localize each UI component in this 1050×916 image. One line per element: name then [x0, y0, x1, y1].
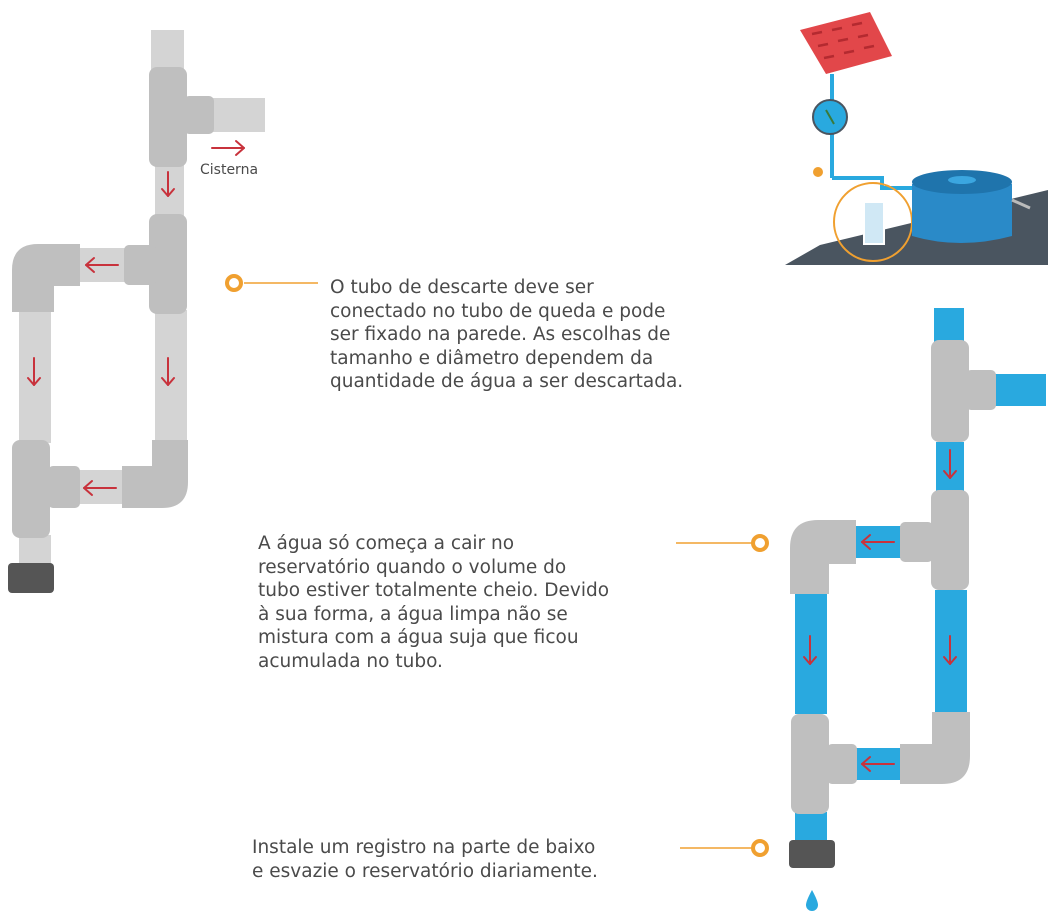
left-upper-elbow-fitting	[12, 244, 80, 312]
right-lower-elbow-fitting	[900, 712, 970, 784]
left-lower-elbow-fitting	[122, 440, 188, 508]
left-middle-tee-branch	[124, 245, 156, 285]
right-lower-tee-fitting	[791, 714, 829, 814]
left-pipe-segment	[155, 310, 187, 443]
callout-text-descarte: O tubo de descarte deve ser conectado no…	[330, 277, 684, 392]
right-middle-tee-branch	[900, 522, 933, 562]
arrow-down-icon	[27, 357, 41, 386]
marker-ring-icon	[751, 534, 769, 552]
left-top-tee-branch	[184, 96, 214, 134]
right-pipe-assembly	[789, 308, 1046, 911]
arrow-right-icon	[211, 140, 245, 156]
left-lower-tee-fitting	[12, 440, 50, 538]
arrow-down-icon	[161, 171, 175, 197]
arrow-down-icon	[943, 635, 957, 665]
roof-tiles	[811, 21, 875, 60]
left-pipe-segment	[155, 165, 184, 217]
callout-marker-registro	[680, 839, 769, 857]
left-pipe-assembly	[8, 30, 265, 593]
left-middle-tee-fitting	[149, 214, 187, 314]
callout-text-reservatorio: A água só começa a cair no reservatório …	[258, 533, 610, 672]
right-pipe-segment	[795, 812, 827, 842]
feed-pipe	[832, 176, 912, 190]
right-outlet-pipe	[990, 374, 1046, 406]
cisterna-label: Cisterna	[200, 162, 259, 178]
mini-diverter-icon	[863, 201, 885, 245]
arrow-down-icon	[943, 449, 957, 479]
left-lower-tee-branch	[48, 466, 80, 508]
right-top-tee-branch	[966, 370, 996, 410]
right-lower-tee-branch	[827, 744, 857, 784]
arrow-left-icon	[861, 756, 895, 772]
arrow-left-icon	[861, 534, 895, 550]
arrow-left-icon	[83, 480, 117, 496]
left-cisterna-outlet-pipe	[205, 98, 265, 132]
arrow-down-icon	[803, 635, 817, 665]
left-pipe-segment	[19, 535, 51, 565]
leaf-icon	[825, 109, 835, 125]
callout-text-registro: Instale um registro na parte de baixo e …	[252, 837, 598, 882]
callout-markers	[225, 274, 769, 857]
water-drop-icon	[806, 890, 818, 911]
right-drain-valve	[789, 840, 835, 868]
right-upper-elbow-fitting	[790, 520, 856, 594]
right-flow-arrows	[803, 449, 957, 772]
marker-ring-icon	[751, 839, 769, 857]
tank-overflow-pipe	[1011, 198, 1031, 210]
callout-marker-reservatorio	[676, 534, 769, 552]
system-overview-illustration	[785, 12, 1048, 265]
tank-hatch	[948, 176, 976, 184]
left-flow-arrows	[27, 140, 245, 496]
marker-ring-icon	[225, 274, 243, 292]
callout-marker-descarte	[225, 274, 318, 292]
left-drain-cap	[8, 563, 54, 593]
arrow-down-icon	[161, 357, 175, 386]
left-top-tee-fitting	[149, 67, 187, 167]
roof-icon	[800, 12, 892, 74]
arrow-left-icon	[85, 257, 119, 273]
right-top-tee-fitting	[931, 340, 969, 442]
valve-icon	[813, 167, 823, 177]
right-middle-tee-fitting	[931, 490, 969, 590]
